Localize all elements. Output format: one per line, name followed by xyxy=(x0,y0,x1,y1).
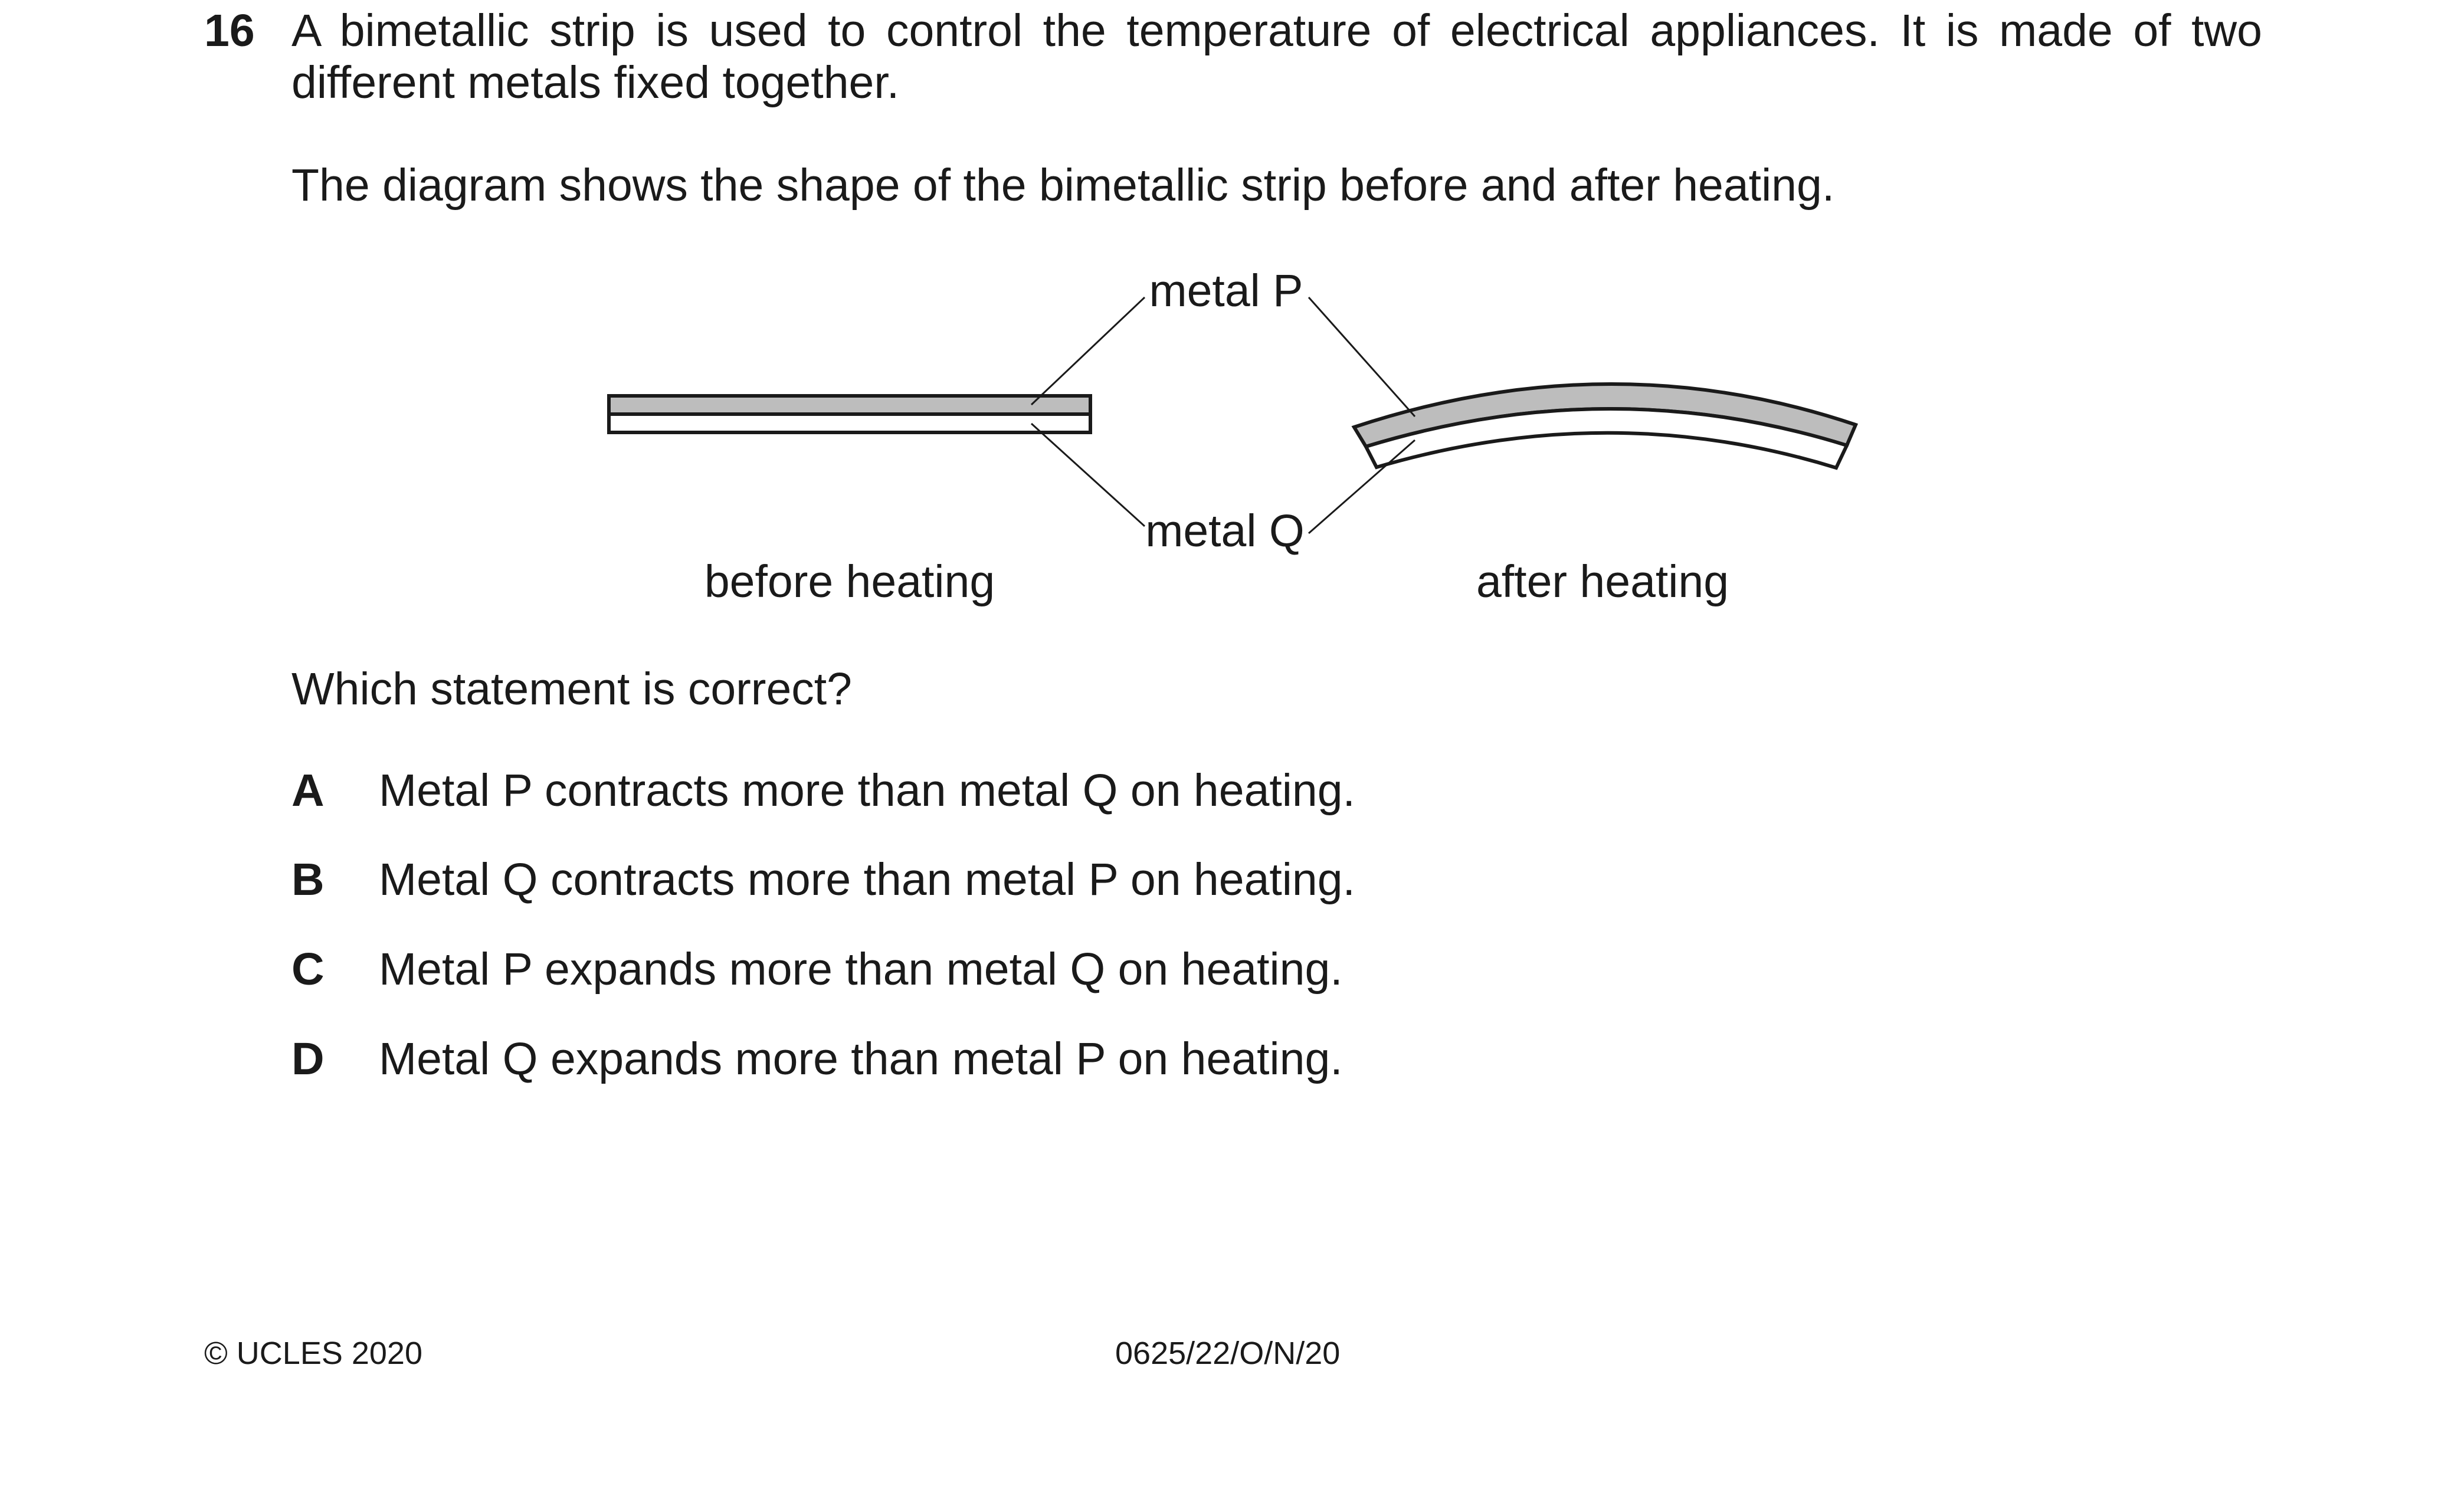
option-letter: D xyxy=(291,1034,325,1084)
question-prompt: Which statement is correct? xyxy=(291,664,852,714)
diagram-caption: The diagram shows the shape of the bimet… xyxy=(291,160,1835,211)
footer-copyright: © UCLES 2020 xyxy=(204,1336,422,1371)
label-before-heating: before heating xyxy=(704,556,995,607)
straight-strip-metal-q xyxy=(607,412,1092,434)
option-letter: B xyxy=(291,854,325,905)
label-after-heating: after heating xyxy=(1476,556,1729,607)
leader-q-curved xyxy=(1308,439,1415,534)
label-metal-p: metal P xyxy=(1149,265,1303,316)
leader-p-curved xyxy=(1308,297,1416,417)
option-letter: C xyxy=(291,944,325,995)
option-text: Metal P expands more than metal Q on hea… xyxy=(379,944,1343,995)
footer-paper-code: 0625/22/O/N/20 xyxy=(1115,1336,1341,1371)
option-text: Metal Q expands more than metal P on hea… xyxy=(379,1034,1343,1084)
option-letter: A xyxy=(291,765,325,816)
leader-q-straight xyxy=(1030,422,1146,527)
curved-strip xyxy=(1351,382,1859,470)
leader-p-straight xyxy=(1030,296,1146,406)
option-text: Metal Q contracts more than metal P on h… xyxy=(379,854,1355,905)
straight-strip-metal-p xyxy=(607,394,1092,416)
question-number: 16 xyxy=(204,5,255,56)
question-intro: A bimetallic strip is used to control th… xyxy=(291,5,2262,108)
bimetallic-strip-diagram: metal P metal Q before heating after hea… xyxy=(607,265,1859,607)
label-metal-q: metal Q xyxy=(1145,506,1305,556)
straight-strip xyxy=(607,394,1092,434)
curved-strip-metal-q xyxy=(1363,407,1850,470)
option-text: Metal P contracts more than metal Q on h… xyxy=(379,765,1355,816)
